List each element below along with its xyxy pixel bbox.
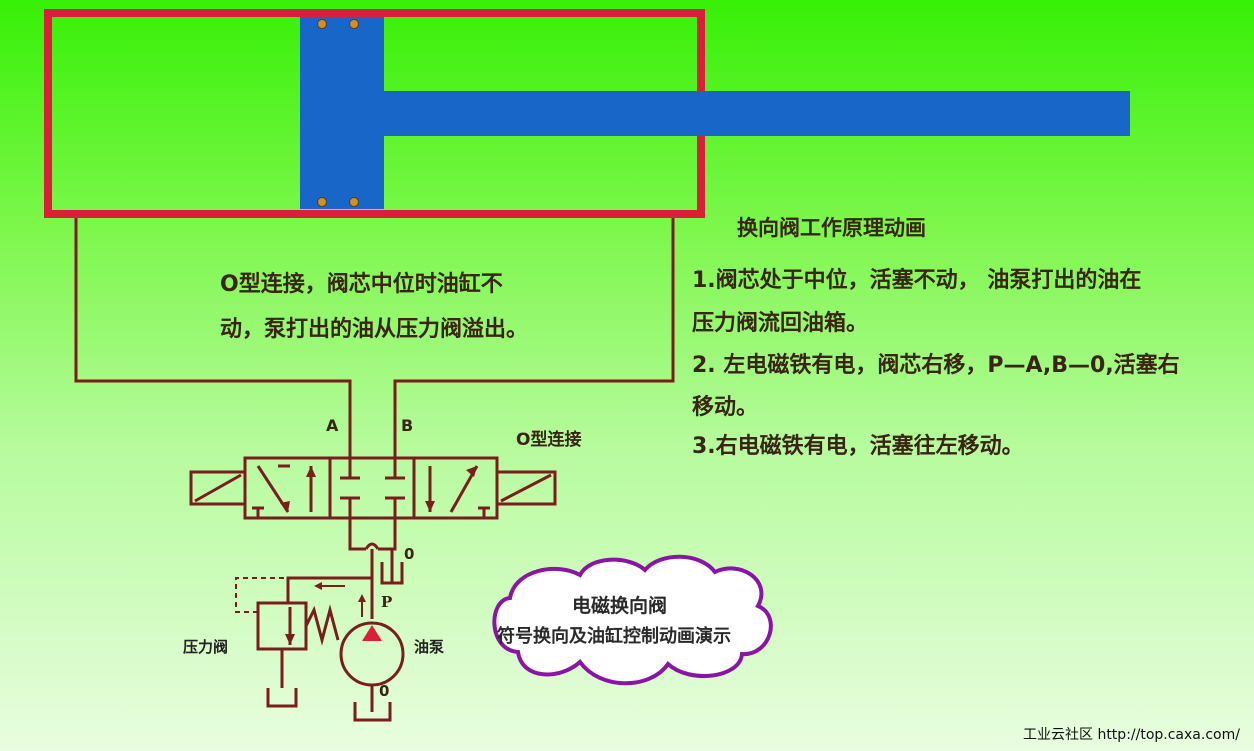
right-flow-2-arrowhead	[466, 466, 477, 477]
pump-label: 油泵	[414, 638, 445, 656]
o-type-label: O型连接	[516, 430, 582, 450]
left-flow-2-arrowhead	[306, 466, 316, 477]
tank-relief	[266, 688, 298, 708]
seal-top-right	[349, 19, 359, 29]
seal-top-left	[317, 19, 327, 29]
cloud-subtitle: 符号换向及油缸控制动画演示	[497, 626, 731, 647]
right-tee	[478, 506, 490, 518]
solenoid-left	[189, 470, 247, 506]
tank-bottom-label: 0	[379, 682, 390, 700]
left-flow-1-arrowhead	[280, 501, 290, 512]
seal-bottom-right	[349, 197, 359, 207]
tank-pump	[353, 702, 392, 722]
port-b-label: B	[401, 416, 414, 435]
seal-bottom-left	[317, 197, 327, 207]
solenoid-left-coil	[194, 473, 242, 503]
solenoid-right-coil	[500, 473, 552, 503]
tank-top-label: 0	[404, 545, 415, 563]
pilot-line	[235, 577, 288, 613]
port-p-label: P	[381, 593, 393, 611]
panel-title: 换向阀工作原理动画	[737, 216, 926, 240]
left-tee-1	[252, 506, 264, 518]
line-pressure	[286, 576, 372, 603]
relief-valve-body	[256, 601, 308, 651]
line-crossing-hop	[364, 542, 380, 550]
step-1-line-2: 压力阀流回油箱。	[692, 311, 869, 336]
o-type-note-line-1: O型连接，阀芯中位时油缸不	[220, 272, 503, 297]
line-port-b	[393, 218, 675, 458]
relief-valve-label: 压力阀	[183, 638, 229, 656]
flow-arrow-up-head	[358, 594, 366, 602]
watermark: 工业云社区 http://top.caxa.com/	[1023, 727, 1240, 743]
flow-arrow-left-head	[314, 582, 322, 590]
step-3: 3.右电磁铁有电，活塞往左移动。	[692, 434, 1024, 459]
o-type-note-line-2: 动，泵打出的油从压力阀溢出。	[220, 317, 529, 342]
line-valve-t	[378, 518, 397, 551]
piston-rod	[384, 91, 1130, 136]
step-2-line-2: 移动。	[692, 395, 759, 420]
cloud-title: 电磁换向阀	[572, 595, 668, 617]
right-flow-1-arrowhead	[425, 501, 435, 512]
step-2-line-1: 2. 左电磁铁有电，阀芯右移，P—A,B—0,活塞右	[692, 353, 1180, 378]
pump-triangle	[362, 625, 382, 641]
relief-spring	[304, 604, 340, 646]
relief-arrowhead	[285, 634, 295, 645]
solenoid-right	[495, 470, 557, 506]
step-1-line-1: 1.阀芯处于中位，活塞不动， 油泵打出的油在	[692, 268, 1142, 293]
piston	[300, 17, 384, 209]
port-a-label: A	[326, 416, 339, 435]
cloud-shape	[492, 554, 773, 686]
line-port-a	[74, 218, 352, 458]
line-valve-p	[348, 518, 366, 551]
